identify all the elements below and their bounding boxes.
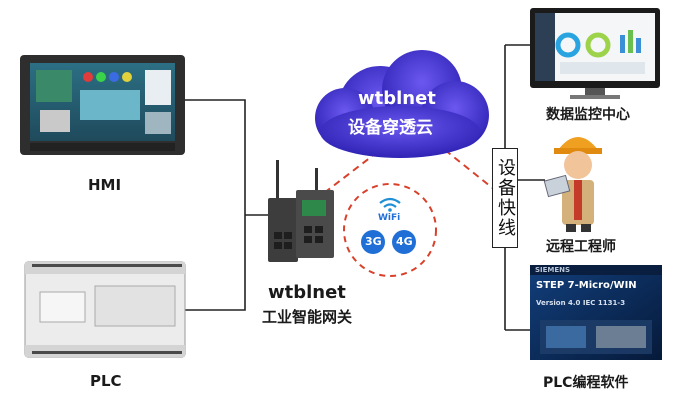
engineer-icon — [543, 137, 602, 232]
gateway-name: wtblnet — [268, 282, 346, 303]
gateway-label: 工业智能网关 — [262, 308, 353, 326]
device-column: 设备快线 — [492, 148, 518, 248]
hmi-plc-bus — [185, 99, 246, 311]
plc-unit-icon — [24, 261, 186, 358]
software-window-icon — [530, 265, 662, 360]
cloud-icon — [315, 50, 489, 158]
badge-3g-icon — [361, 230, 385, 254]
badge-3g-text: 3G — [365, 235, 382, 248]
cloud-title: wtblnet — [358, 88, 436, 109]
software-label: PLC编程软件 — [543, 375, 629, 391]
software-title: STEP 7-Micro/WIN — [536, 280, 637, 291]
wireless-badge-group — [343, 183, 437, 277]
software-version: Version 4.0 IEC 1131-3 — [536, 299, 626, 307]
monitor-icon — [530, 8, 660, 99]
cloud-device-link — [444, 149, 496, 191]
hmi-panel-icon — [20, 55, 185, 155]
software-brand: SIEMENS — [535, 266, 571, 274]
router-icon — [268, 160, 334, 262]
engineer-label: 远程工程师 — [546, 239, 616, 255]
left-connections — [185, 99, 268, 311]
hmi-label: HMI — [88, 176, 122, 194]
plc-label: PLC — [90, 372, 122, 390]
wifi-icon — [379, 197, 401, 208]
wifi-text: WiFi — [378, 213, 401, 223]
badge-4g-icon — [392, 230, 416, 254]
right-connections — [504, 44, 545, 331]
device-column-label: 设备快线 — [495, 158, 516, 238]
badge-4g-text: 4G — [396, 235, 413, 248]
monitor-label: 数据监控中心 — [546, 107, 630, 123]
cloud-subtitle: 设备穿透云 — [348, 118, 433, 138]
